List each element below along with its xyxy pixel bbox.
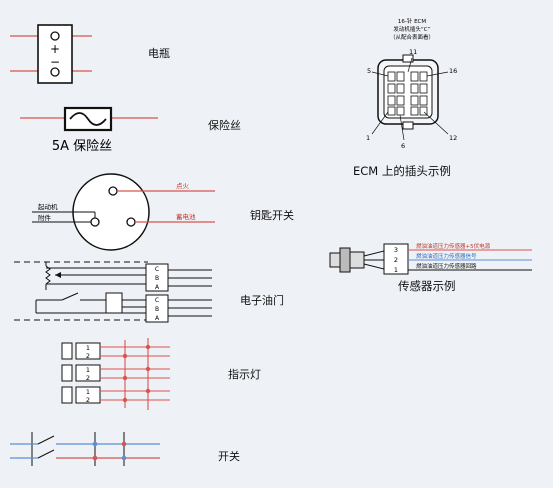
throttle-pin-upper-c: C: [155, 266, 159, 273]
indicator-1-pin-1: 1: [86, 344, 90, 352]
ecm-example-label: ECM 上的插头示例: [353, 164, 451, 178]
ecm-pin-11: 11: [409, 48, 417, 56]
sensor-wire-3-label: 燃油油道压力传感器+5伏电源: [416, 242, 491, 250]
throttle-label: 电子油门: [240, 294, 284, 307]
sensor-symbol: 3 2 1 燃油油道压力传感器+5伏电源 燃油油道压力传感器信号 燃油油道压力传…: [329, 242, 532, 275]
switch-symbol: [10, 432, 160, 466]
wire-starter-label: 起动机: [38, 202, 58, 211]
ecm-pin-1: 1: [366, 134, 370, 142]
throttle-pin-upper-b: B: [155, 275, 159, 282]
indicator-2-pin-2: 2: [86, 374, 90, 382]
sensor-wire-1-label: 燃油油道压力传感器回路: [416, 262, 477, 270]
ecm-connector-symbol: 16-针 ECM 发动机插头“C” （从配合表面看） 5 11 16 1 6 1…: [366, 17, 457, 150]
indicator-1-pin-2: 2: [86, 352, 90, 360]
battery-symbol: + −: [10, 24, 92, 84]
indicator-label: 指示灯: [228, 368, 261, 381]
wire-ignition-label: 点火: [176, 182, 190, 190]
throttle-pin-upper-a: A: [155, 284, 160, 291]
sensor-example-label: 传感器示例: [398, 279, 456, 293]
indicator-2-pin-1: 1: [86, 366, 90, 374]
key-switch-symbol: 起动机 附件 点火 蓄电池: [32, 173, 215, 251]
throttle-symbol: C B A C B A: [14, 261, 212, 323]
sensor-pin-3: 3: [394, 246, 398, 254]
ecm-title-line3: （从配合表面看）: [390, 33, 434, 41]
sensor-pin-2: 2: [394, 256, 398, 264]
ecm-pin-5: 5: [367, 67, 371, 75]
battery-minus: −: [50, 55, 60, 69]
throttle-pin-lower-b: B: [155, 306, 159, 313]
indicator-3-pin-1: 1: [86, 388, 90, 396]
battery-plus: +: [50, 42, 60, 56]
ecm-pin-6: 6: [401, 142, 405, 150]
throttle-pin-lower-c: C: [155, 297, 159, 304]
ecm-title-line2: 发动机插头“C”: [393, 25, 430, 33]
indicator-lamp-3: 1 2: [61, 386, 170, 404]
indicator-lamp-1: 1 2: [61, 342, 170, 360]
sensor-pin-1: 1: [394, 266, 398, 274]
throttle-pin-lower-a: A: [155, 315, 160, 322]
indicator-lamp-2: 1 2: [61, 364, 170, 382]
fuse-symbol: 5A 保险丝: [20, 106, 158, 154]
switch-label: 开关: [218, 450, 240, 463]
wire-battery-label: 蓄电池: [176, 212, 196, 221]
ecm-title-line1: 16-针 ECM: [398, 17, 427, 25]
ecm-pin-12: 12: [449, 134, 457, 142]
sensor-wire-2-label: 燃油油道压力传感器信号: [416, 252, 477, 260]
fuse-rating-label: 5A 保险丝: [52, 139, 112, 154]
fuse-label: 保险丝: [208, 119, 241, 132]
key-switch-label: 钥匙开关: [250, 209, 294, 222]
indicator-3-pin-2: 2: [86, 396, 90, 404]
wire-accessory-label: 附件: [38, 213, 52, 222]
indicator-symbol: 1 2 1 2 1 2: [61, 338, 170, 410]
battery-label: 电瓶: [148, 47, 170, 60]
ecm-pin-16: 16: [449, 67, 457, 75]
